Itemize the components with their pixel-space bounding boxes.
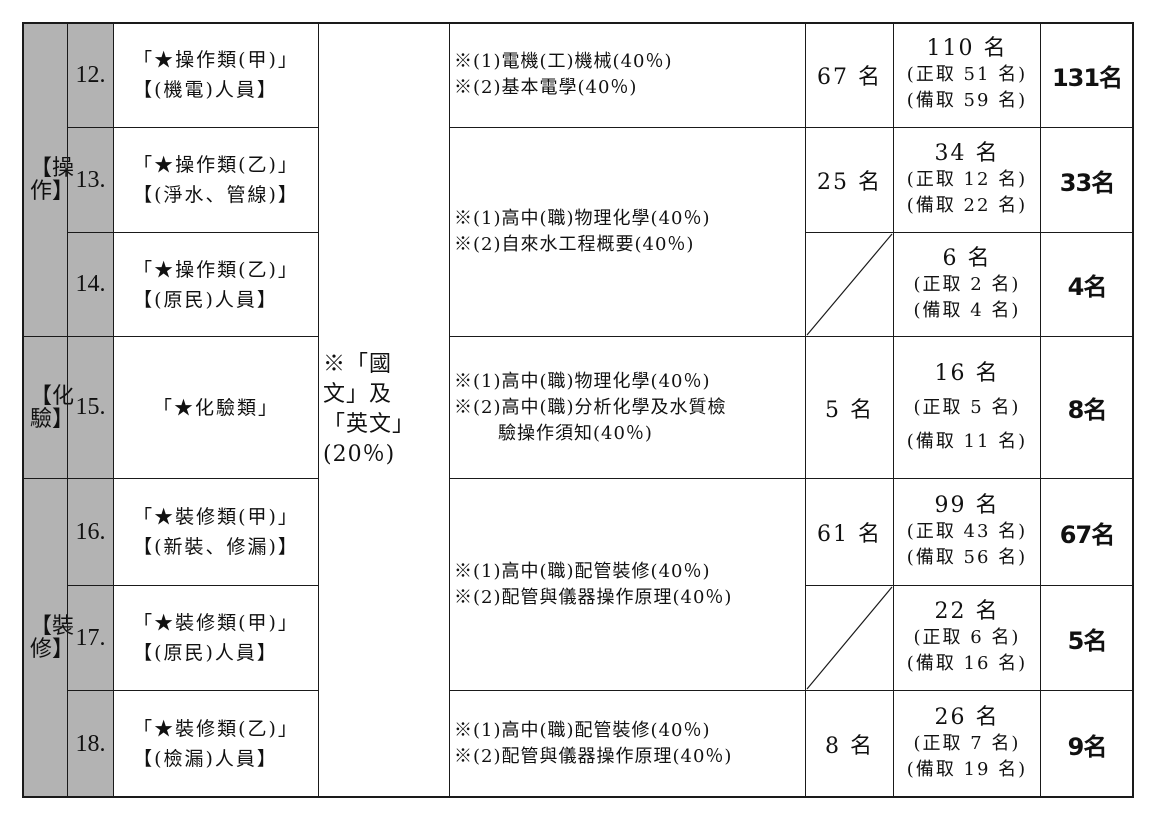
position-name: 「★裝修類(乙)」【(檢漏)人員】	[133, 718, 299, 770]
recruit-count: 110 名(正取 51 名)(備取 59 名)	[906, 36, 1028, 111]
empty-cell-slash	[806, 233, 893, 336]
existing-count: 25 名	[817, 170, 882, 195]
row-rule	[67, 127, 319, 128]
subject-list: ※(1)高中(職)物理化學(40％)※(2)高中(職)分析化學及水質檢驗操作須知…	[454, 370, 727, 444]
subject-list: ※(1)高中(職)配管裝修(40％)※(2)配管與儀器操作原理(40％)	[454, 560, 733, 608]
recruit-count: 99 名(正取 43 名)(備取 56 名)	[906, 493, 1028, 568]
grand-total: 67名	[1059, 520, 1115, 549]
row-rule	[805, 232, 1134, 233]
position-name: 「★操作類(甲)」【(機電)人員】	[133, 49, 299, 101]
table-border-right	[1132, 22, 1134, 798]
grand-total: 5名	[1067, 626, 1108, 655]
position-name: 「★操作類(乙)」【(原民)人員】	[133, 258, 299, 311]
category-label: 【裝修】	[30, 614, 75, 662]
empty-cell-slash	[806, 586, 893, 690]
grand-total: 131名	[1051, 63, 1123, 92]
grand-total: 4名	[1067, 273, 1108, 301]
column-rule	[893, 22, 894, 798]
grand-total: 33名	[1059, 168, 1115, 197]
row-rule	[449, 690, 1134, 691]
subject-list: ※(1)電機(工)機械(40％)※(2)基本電學(40％)	[454, 51, 673, 98]
row-number: 14.	[75, 271, 106, 297]
column-rule	[67, 22, 68, 798]
existing-count: 67 名	[817, 65, 882, 90]
category-operation: 【操作】	[23, 23, 75, 336]
column-rule	[113, 22, 114, 798]
row-rule	[67, 690, 319, 691]
row-number: 18.	[75, 730, 106, 757]
grand-total: 8名	[1067, 396, 1108, 424]
row-rule	[449, 336, 1134, 337]
row-rule	[67, 232, 319, 233]
column-rule	[318, 22, 319, 798]
category-lab: 【化驗】	[23, 337, 75, 478]
category-label: 【化驗】	[30, 383, 75, 432]
row-number: 15.	[75, 394, 106, 420]
category-background	[23, 23, 113, 797]
column-rule	[449, 22, 450, 798]
recruit-count: 16 名(正取 5 名)(備取 11 名)	[906, 360, 1028, 452]
table-border-left	[22, 22, 24, 798]
category-label: 【操作】	[30, 155, 75, 204]
row-number: 13.	[75, 166, 106, 193]
position-name: 「★化驗類」	[152, 396, 279, 419]
recruit-count: 34 名(正取 12 名)(備取 22 名)	[906, 141, 1028, 216]
recruit-count: 22 名(正取 6 名)(備取 16 名)	[906, 599, 1028, 674]
row-number: 12.	[75, 61, 106, 88]
exam-table: 【操作】 【化驗】 【裝修】 12. 13. 14. 15. 16. 17. 1…	[22, 22, 1134, 798]
column-rule	[805, 22, 806, 798]
recruit-count: 26 名(正取 7 名)(備取 19 名)	[906, 705, 1028, 780]
recruit-count: 6 名(正取 2 名)(備取 4 名)	[913, 245, 1021, 321]
row-rule	[449, 478, 1134, 479]
grand-total: 9名	[1067, 732, 1108, 761]
row-number: 17.	[75, 624, 106, 651]
column-rule	[1040, 22, 1041, 798]
position-name: 「★操作類(乙)」【(淨水、管線)】	[133, 154, 299, 206]
row-number: 16.	[75, 518, 106, 545]
category-repair: 【裝修】	[23, 479, 75, 797]
existing-count: 5 名	[825, 397, 874, 423]
position-name: 「★裝修類(甲)」【(原民)人員】	[133, 612, 299, 664]
table-border-bottom	[22, 796, 1134, 798]
position-name: 「★裝修類(甲)」【(新裝、修漏)】	[133, 506, 299, 558]
table-border-top	[22, 22, 1134, 24]
existing-count: 8 名	[825, 734, 874, 759]
existing-count: 61 名	[817, 522, 882, 547]
subject-list: ※(1)高中(職)物理化學(40％)※(2)自來水工程概要(40％)	[454, 208, 711, 255]
row-rule	[22, 336, 319, 337]
common-subject: ※「國 文」及 「英文」 (20％)	[323, 352, 416, 467]
row-rule	[805, 585, 1134, 586]
row-rule	[449, 127, 1134, 128]
row-rule	[67, 585, 319, 586]
row-rule	[22, 478, 319, 479]
subject-list: ※(1)高中(職)配管裝修(40％)※(2)配管與儀器操作原理(40％)	[454, 720, 733, 767]
